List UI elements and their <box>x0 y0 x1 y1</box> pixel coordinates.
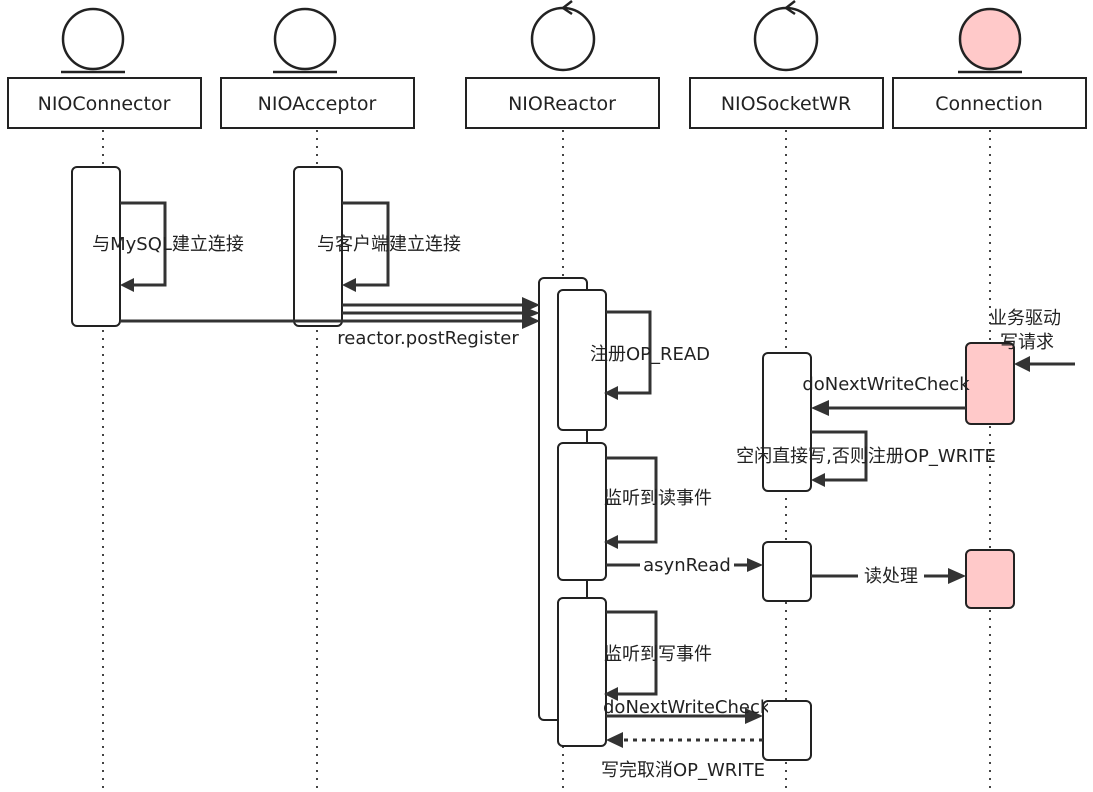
participant-nioreactor[interactable]: NIOReactor <box>465 77 660 129</box>
nioconnector-entity-icon <box>61 7 125 74</box>
message-listen-write <box>604 610 658 701</box>
activation-niosocketwr-check <box>762 352 812 492</box>
label-idle-write: 空闲直接写,否则注册OP_WRITE <box>736 446 996 467</box>
activation-nioreactor-register <box>557 289 607 431</box>
participant-label-niosocketwr: NIOSocketWR <box>721 93 851 115</box>
participant-label-nioreactor: NIOReactor <box>508 93 616 115</box>
activation-connection-write <box>965 342 1015 425</box>
message-acceptor-post-register <box>342 297 540 313</box>
activation-niosocketwr-read <box>762 541 812 602</box>
message-connector-post-register <box>120 313 540 329</box>
message-mysql-connect <box>120 201 167 292</box>
activation-niosocketwr-write <box>762 700 812 761</box>
nioreactor-control-icon <box>530 0 596 72</box>
label-business-write-1: 业务驱动 <box>989 308 1061 329</box>
message-business-write <box>1014 356 1075 372</box>
activation-nioacceptor <box>293 166 343 327</box>
activation-nioreactor-read <box>557 442 607 581</box>
message-read-handle <box>811 568 966 584</box>
label-listen-read: 监听到读事件 <box>604 488 712 509</box>
label-do-next-write-check-2: doNextWriteCheck <box>603 697 771 718</box>
label-read-handle: 读处理 <box>864 566 918 587</box>
activation-connection-read <box>965 549 1015 609</box>
label-register-read: 注册OP_READ <box>590 344 710 365</box>
message-acceptor-post-register-2 <box>342 306 540 320</box>
label-post-register: reactor.postRegister <box>337 328 519 349</box>
label-client-connect: 与客户端建立连接 <box>317 234 461 255</box>
message-write-done-cancel <box>606 732 763 748</box>
message-listen-read <box>604 456 658 549</box>
label-business-write-2: 写请求 <box>1000 332 1054 353</box>
message-asyn-read <box>606 558 763 572</box>
nioacceptor-entity-icon <box>273 7 337 74</box>
participant-label-nioconnector: NIOConnector <box>38 93 171 115</box>
message-client-connect <box>342 201 390 292</box>
participant-label-connection: Connection <box>935 93 1043 115</box>
message-do-next-write-check-2 <box>606 708 763 724</box>
message-idle-write <box>811 430 868 487</box>
label-do-next-write-check-1: doNextWriteCheck <box>802 374 970 395</box>
participant-niosocketwr[interactable]: NIOSocketWR <box>689 77 884 129</box>
activation-nioconnector <box>71 166 121 327</box>
participant-nioacceptor[interactable]: NIOAcceptor <box>220 77 415 129</box>
connection-entity-icon <box>958 7 1022 74</box>
message-do-next-write-check-1 <box>811 400 966 416</box>
label-asyn-read: asynRead <box>643 555 731 576</box>
message-register-read <box>604 310 652 400</box>
niosocketwr-control-icon <box>753 0 819 72</box>
label-write-done-cancel: 写完取消OP_WRITE <box>601 760 765 781</box>
participant-label-nioacceptor: NIOAcceptor <box>258 93 377 115</box>
participant-connection[interactable]: Connection <box>892 77 1087 129</box>
participant-nioconnector[interactable]: NIOConnector <box>7 77 202 129</box>
label-mysql-connect: 与MySQL建立连接 <box>92 234 244 255</box>
activation-nioreactor-write <box>557 597 607 747</box>
label-listen-write: 监听到写事件 <box>604 644 712 665</box>
